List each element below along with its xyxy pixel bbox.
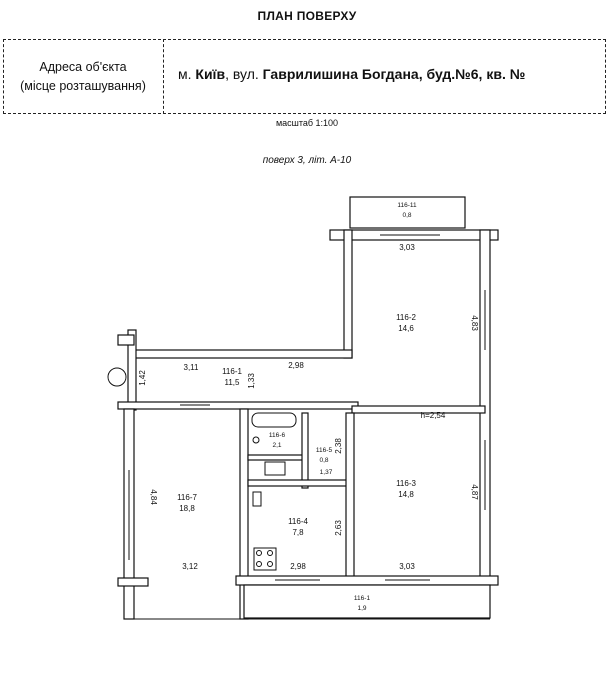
- floor-label: поверх 3, літ. А-10: [262, 155, 352, 166]
- wall-wc-bottom: [247, 479, 351, 487]
- address-label: Адреса об'єкта (місце розташування): [6, 58, 160, 96]
- room-area: 0,8: [402, 212, 411, 219]
- room-area: 11,5: [225, 378, 241, 387]
- balcony-top: [349, 196, 466, 229]
- stove-burner-icon: [256, 550, 262, 556]
- stove-burner-icon: [267, 561, 273, 567]
- room-code: 116-4: [288, 517, 308, 526]
- room-area: 1,9: [357, 605, 366, 612]
- dim-label: 1,42: [138, 370, 147, 386]
- address-box: [3, 39, 606, 114]
- room-code: 116-1: [354, 595, 371, 602]
- page-title: ПЛАН ПОВЕРХУ: [257, 9, 357, 23]
- bathtub-icon: [251, 412, 297, 428]
- room-area: 18,8: [179, 504, 195, 513]
- dim-label: 3,03: [399, 562, 415, 571]
- wall-bath-bottom: [247, 454, 307, 461]
- stove-icon: [253, 547, 277, 571]
- room-code: 116-5: [316, 447, 333, 454]
- room-area: 2,1: [272, 442, 281, 449]
- dim-label: 2,98: [290, 562, 306, 571]
- address-value: м. Київ, вул. Гаврилишина Богдана, буд.№…: [178, 66, 525, 82]
- toilet-icon: [264, 461, 286, 476]
- balcony-bottom: [243, 584, 491, 619]
- address-label-line2: (місце розташування): [20, 79, 146, 93]
- wall-hall-bottom: [117, 401, 359, 410]
- dim-label: 4,87: [470, 484, 479, 500]
- dim-label: 4,83: [470, 315, 479, 331]
- room-code: 116-2: [396, 313, 416, 322]
- room-code: 116-11: [397, 202, 417, 209]
- dim-label: 3,12: [182, 562, 198, 571]
- room-code: 116-6: [269, 432, 286, 439]
- wall-corridor-room3: [345, 412, 355, 584]
- dim-label: 1,33: [247, 373, 256, 389]
- dim-label: 2,63: [334, 520, 343, 536]
- room-area: 14,8: [398, 490, 414, 499]
- scale-label: масштаб 1:100: [275, 118, 339, 128]
- kitchen-sink-icon: [252, 491, 262, 507]
- wall-room2-room3: [351, 405, 486, 414]
- room-code: 116-1: [222, 367, 242, 376]
- dim-label: 4,84: [149, 489, 158, 505]
- address-city: Київ: [195, 66, 226, 82]
- wall-bottom-left: [117, 577, 149, 587]
- address-street: Гаврилишина Богдана, буд.№6, кв. №: [262, 66, 526, 82]
- wall-hall-top: [129, 349, 353, 359]
- dim-label: 3,11: [184, 363, 200, 372]
- wall-right: [479, 229, 491, 581]
- room-area: 7,8: [292, 528, 304, 537]
- address-prefix: м.: [178, 66, 192, 82]
- dim-label: 1,37: [320, 469, 333, 476]
- wall-bath-right: [301, 412, 309, 489]
- address-mid: , вул.: [225, 66, 259, 82]
- dim-label: 2,38: [334, 438, 343, 454]
- address-divider: [163, 39, 164, 114]
- room-code: 116-7: [177, 493, 197, 502]
- address-label-line1: Адреса об'єкта: [39, 60, 127, 74]
- sink-icon: [252, 436, 260, 444]
- room-area: 14,6: [398, 324, 414, 333]
- shaft-circle: [107, 367, 127, 387]
- dim-label: 2,98: [288, 361, 304, 370]
- stove-burner-icon: [256, 561, 262, 567]
- dim-label: 3,03: [399, 243, 415, 252]
- room-code: 116-3: [396, 479, 416, 488]
- wall-left-room2: [343, 229, 353, 359]
- wall-left-hall-ext: [117, 334, 135, 346]
- room-area: 0,8: [319, 457, 328, 464]
- stove-burner-icon: [267, 550, 273, 556]
- ceiling-height: h=2,54: [421, 411, 446, 420]
